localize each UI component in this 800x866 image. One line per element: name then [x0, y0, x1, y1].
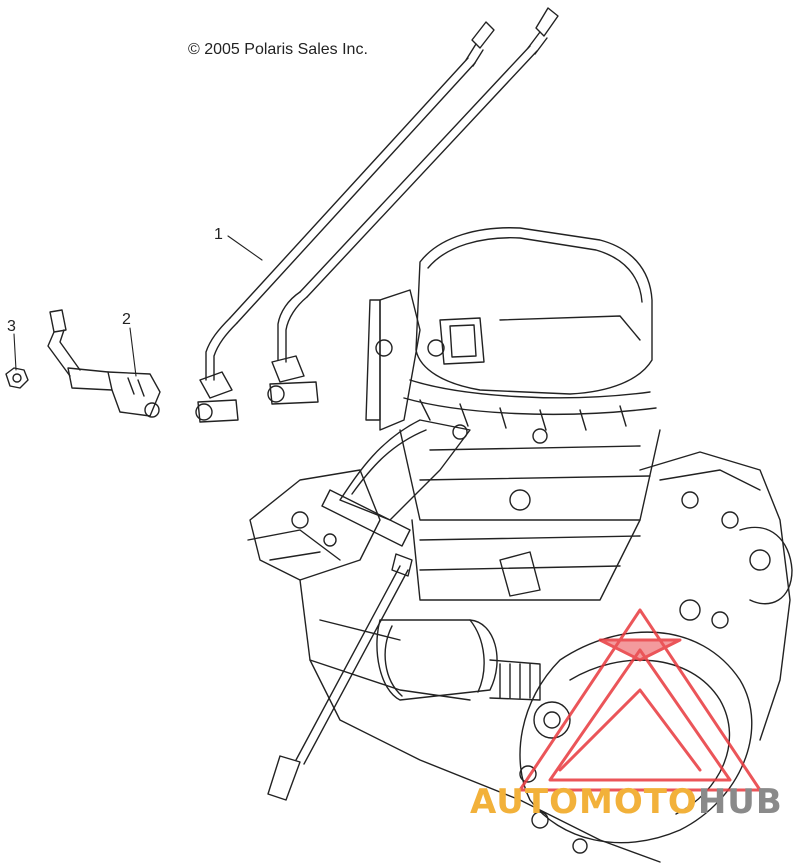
flywheel-cover [519, 631, 753, 854]
watermark-text: AUTOMOTOHUB [470, 782, 783, 822]
watermark-auto: AUTO [470, 782, 579, 822]
choke-cable [267, 553, 413, 801]
callout-number-3: 3 [7, 318, 16, 335]
intake-boot [321, 419, 471, 547]
callout-leaders [13, 235, 263, 377]
watermark-moto: MOTO [578, 782, 698, 822]
watermark-logo [518, 608, 762, 792]
coil-bracket [47, 309, 161, 418]
callout-number-1: 1 [214, 226, 223, 243]
spark-plug-wire-left [195, 21, 495, 423]
cylinder-block [365, 289, 661, 601]
starter-motor [376, 619, 541, 701]
hex-nut [5, 367, 29, 389]
spark-plug-wire-right [267, 7, 559, 405]
cylinder-head-cover [403, 227, 657, 431]
watermark-hub: HUB [697, 782, 783, 822]
crankcase [247, 451, 793, 863]
callout-number-2: 2 [122, 311, 131, 328]
copyright-notice: © 2005 Polaris Sales Inc. [188, 41, 368, 58]
